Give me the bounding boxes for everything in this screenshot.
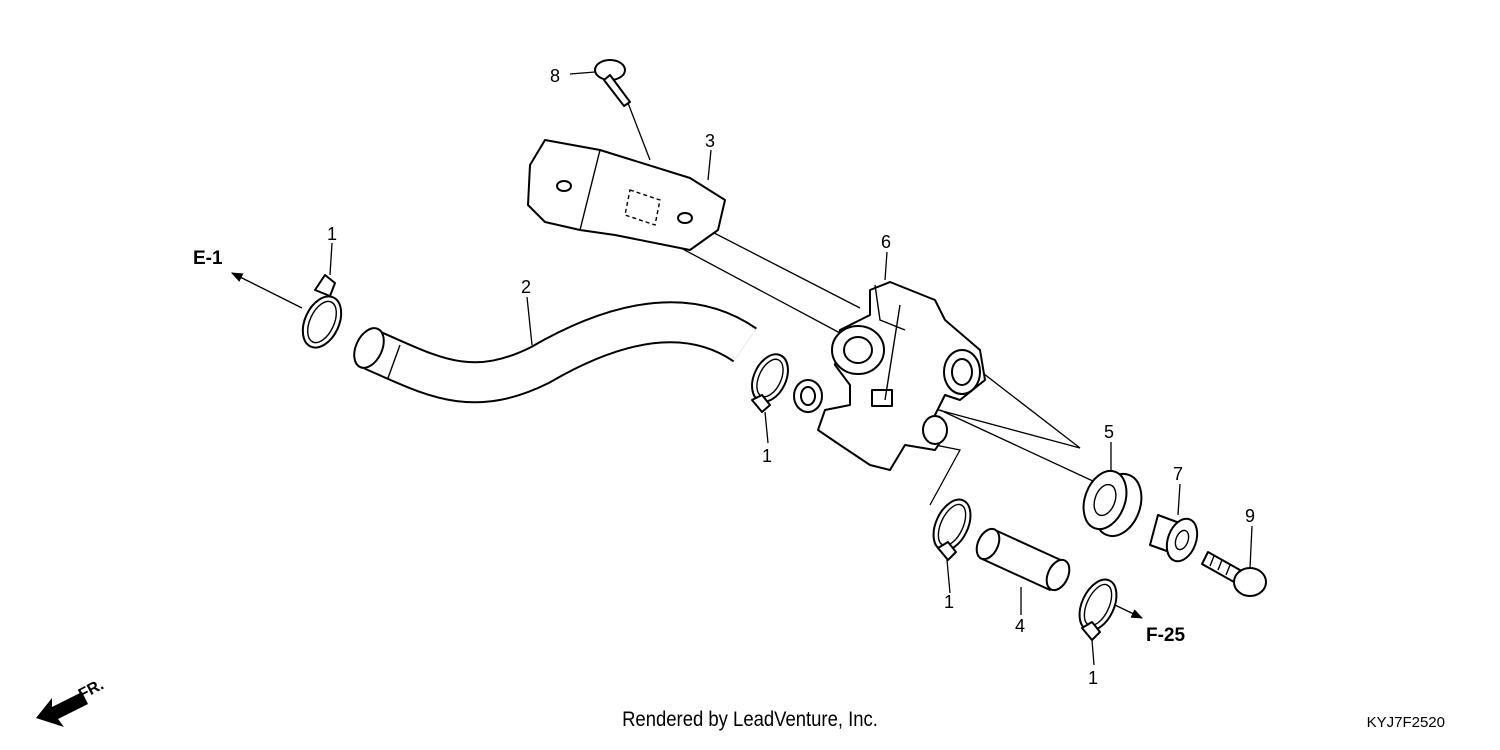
ref-label-f25: F-25 <box>1146 625 1186 646</box>
callout-1: 1 <box>1088 668 1098 688</box>
ref-arrow-e1 <box>230 272 303 309</box>
grommet-part-5 <box>1082 469 1143 537</box>
callout-9: 9 <box>1245 506 1255 526</box>
callout-7: 7 <box>1173 464 1183 484</box>
clamp-part-1-b <box>751 353 789 413</box>
callout-5: 5 <box>1104 422 1114 442</box>
clamp-part-1-d <box>1078 578 1118 641</box>
credit-text: Rendered by LeadVenture, Inc. <box>622 708 878 731</box>
collar-part-7 <box>1149 514 1199 563</box>
leader-lines <box>329 71 1253 666</box>
bracket-part-3 <box>527 139 726 251</box>
ref-label-e1: E-1 <box>193 248 223 269</box>
o-ring <box>793 379 823 413</box>
hose-part-2 <box>353 301 757 404</box>
callout-1: 1 <box>762 446 772 466</box>
callout-2: 2 <box>521 277 531 297</box>
clamp-part-1-a <box>301 274 343 349</box>
callout-8: 8 <box>550 66 560 86</box>
ref-arrow-f25 <box>1114 604 1144 619</box>
tube-part-4 <box>975 527 1071 592</box>
front-arrow-icon <box>36 692 88 727</box>
screw-part-8 <box>594 59 631 107</box>
bolt-part-9 <box>1201 551 1267 597</box>
clamp-part-1-c <box>932 498 972 561</box>
diagram-code: KYJ7F2520 <box>1366 714 1445 731</box>
callout-4: 4 <box>1015 616 1025 636</box>
callout-1: 1 <box>944 592 954 612</box>
callout-6: 6 <box>881 232 891 252</box>
callout-3: 3 <box>705 131 715 151</box>
callout-1: 1 <box>327 224 337 244</box>
valve-body-part-6 <box>817 281 986 471</box>
